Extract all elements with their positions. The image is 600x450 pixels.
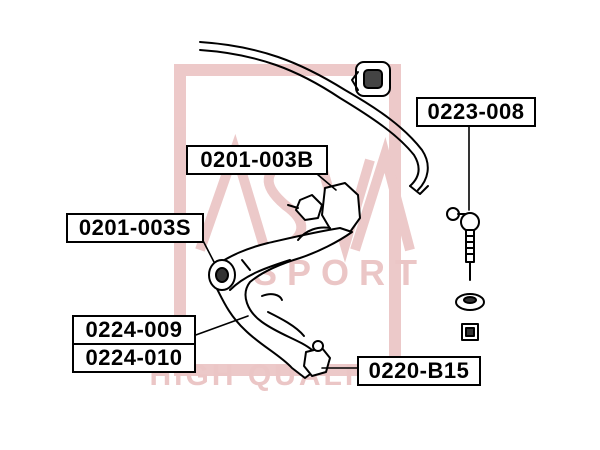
- part-label-0201-003S: 0201-003S: [66, 213, 204, 243]
- part-label-0224-010: 0224-010: [72, 343, 196, 373]
- part-label-0224-009: 0224-009: [72, 315, 196, 345]
- stabilizer-link-shape: [446, 207, 485, 341]
- stabilizer-bushing-shape: [287, 182, 361, 233]
- part-label-0220-B15: 0220-B15: [357, 356, 481, 386]
- ball-joint-shape: [303, 340, 331, 377]
- bar-mount-bushing: [351, 61, 391, 97]
- arm-front-bushing: [208, 259, 236, 291]
- part-label-0223-008: 0223-008: [416, 97, 536, 127]
- lower-control-arm: [211, 226, 353, 379]
- part-label-0201-003B: 0201-003B: [186, 145, 328, 175]
- stabilizer-bar: [199, 41, 429, 195]
